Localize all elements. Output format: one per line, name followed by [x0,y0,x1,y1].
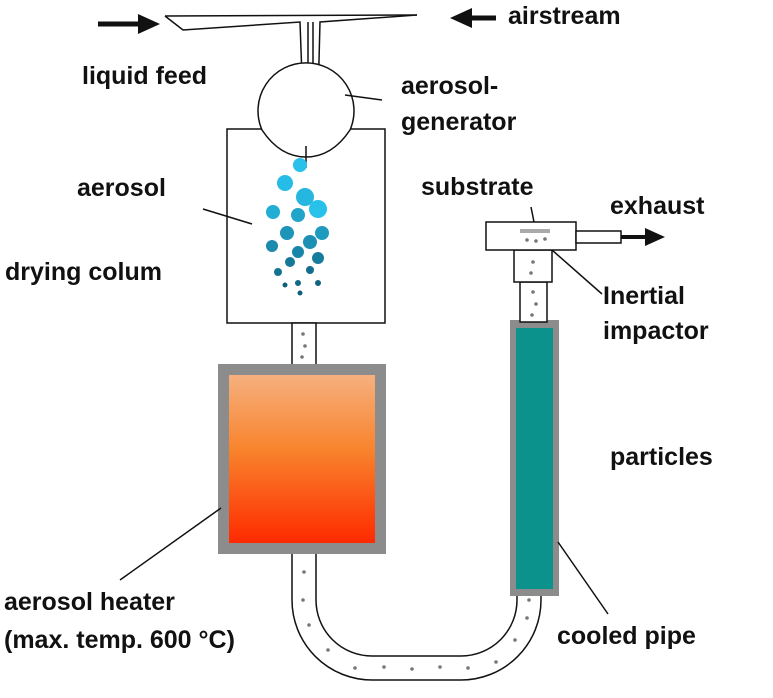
column-to-heater-connector [291,322,317,366]
drying-column-label: drying colum [5,258,162,286]
tube-particle-dot [513,638,517,642]
inertial-impactor-label-line1: Inertial [603,282,685,310]
airstream-arrow-icon [450,8,496,28]
tube-particle-dot [353,666,357,670]
return-tube [291,554,542,681]
aerosol-label: aerosol [77,174,166,202]
aerosol-droplet [295,280,301,286]
inertial-impactor-label-line2: impactor [603,317,709,345]
tube-particle-dot [410,667,414,671]
tube-particle-dot [302,570,306,574]
aerosol-droplets [266,158,329,296]
tube-particle-dot [307,623,311,627]
aerosol-droplet [293,158,307,172]
aerosol-droplet [309,200,327,218]
tube-particle-dot [466,666,470,670]
inertial-impactor [485,221,622,283]
aerosol-heater-label-line2: (max. temp. 600 °C) [4,626,235,654]
impactor-riser [519,281,548,323]
aerosol-generator [257,62,355,158]
aerosol-droplet [291,208,305,222]
liquid-feed-arrow-icon [98,14,160,34]
leader-lines [119,94,609,615]
aerosol-droplet [315,226,329,240]
aerosol-droplet [292,246,304,258]
aerosol-droplet [296,188,314,206]
aerosol-droplet [297,290,303,296]
tube-particle-dot [525,616,529,620]
aerosol-droplet [303,235,317,249]
exhaust-label: exhaust [610,192,705,220]
aerosol-droplet [266,205,280,219]
aerosol-generator-label-line1: aerosol- [401,72,499,100]
tube-particle-dot [438,665,442,669]
aerosol-heater [218,364,386,554]
aerosol-droplet [280,226,294,240]
aerosol-droplet [274,268,282,276]
aerosol-droplet [285,257,295,267]
aerosol-generator-label-line2: generator [401,108,517,136]
airstream-label: airstream [508,2,621,30]
aerosol-droplet [306,266,314,274]
tube-particle-dot [494,660,498,664]
particles-label: particles [610,443,713,471]
aerosol-droplet [312,252,324,264]
substrate-plate [520,229,550,233]
tube-particle-dot [301,598,305,602]
aerosol-droplet [277,175,293,191]
liquid-feed-label: liquid feed [82,62,207,90]
exhaust-arrow-icon [621,228,665,246]
tube-particle-dots [301,570,531,671]
cooled-pipe [510,320,559,596]
aerosol-droplet [266,240,278,252]
tube-particle-dot [382,665,386,669]
tube-particle-dot [326,648,330,652]
aerosol-heater-label-line1: aerosol heater [4,588,175,616]
aerosol-droplet [282,282,288,288]
substrate-label: substrate [421,173,534,201]
aerosol-droplet [315,280,321,286]
cooled-pipe-label: cooled pipe [557,622,696,650]
tube-particle-dot [527,598,531,602]
